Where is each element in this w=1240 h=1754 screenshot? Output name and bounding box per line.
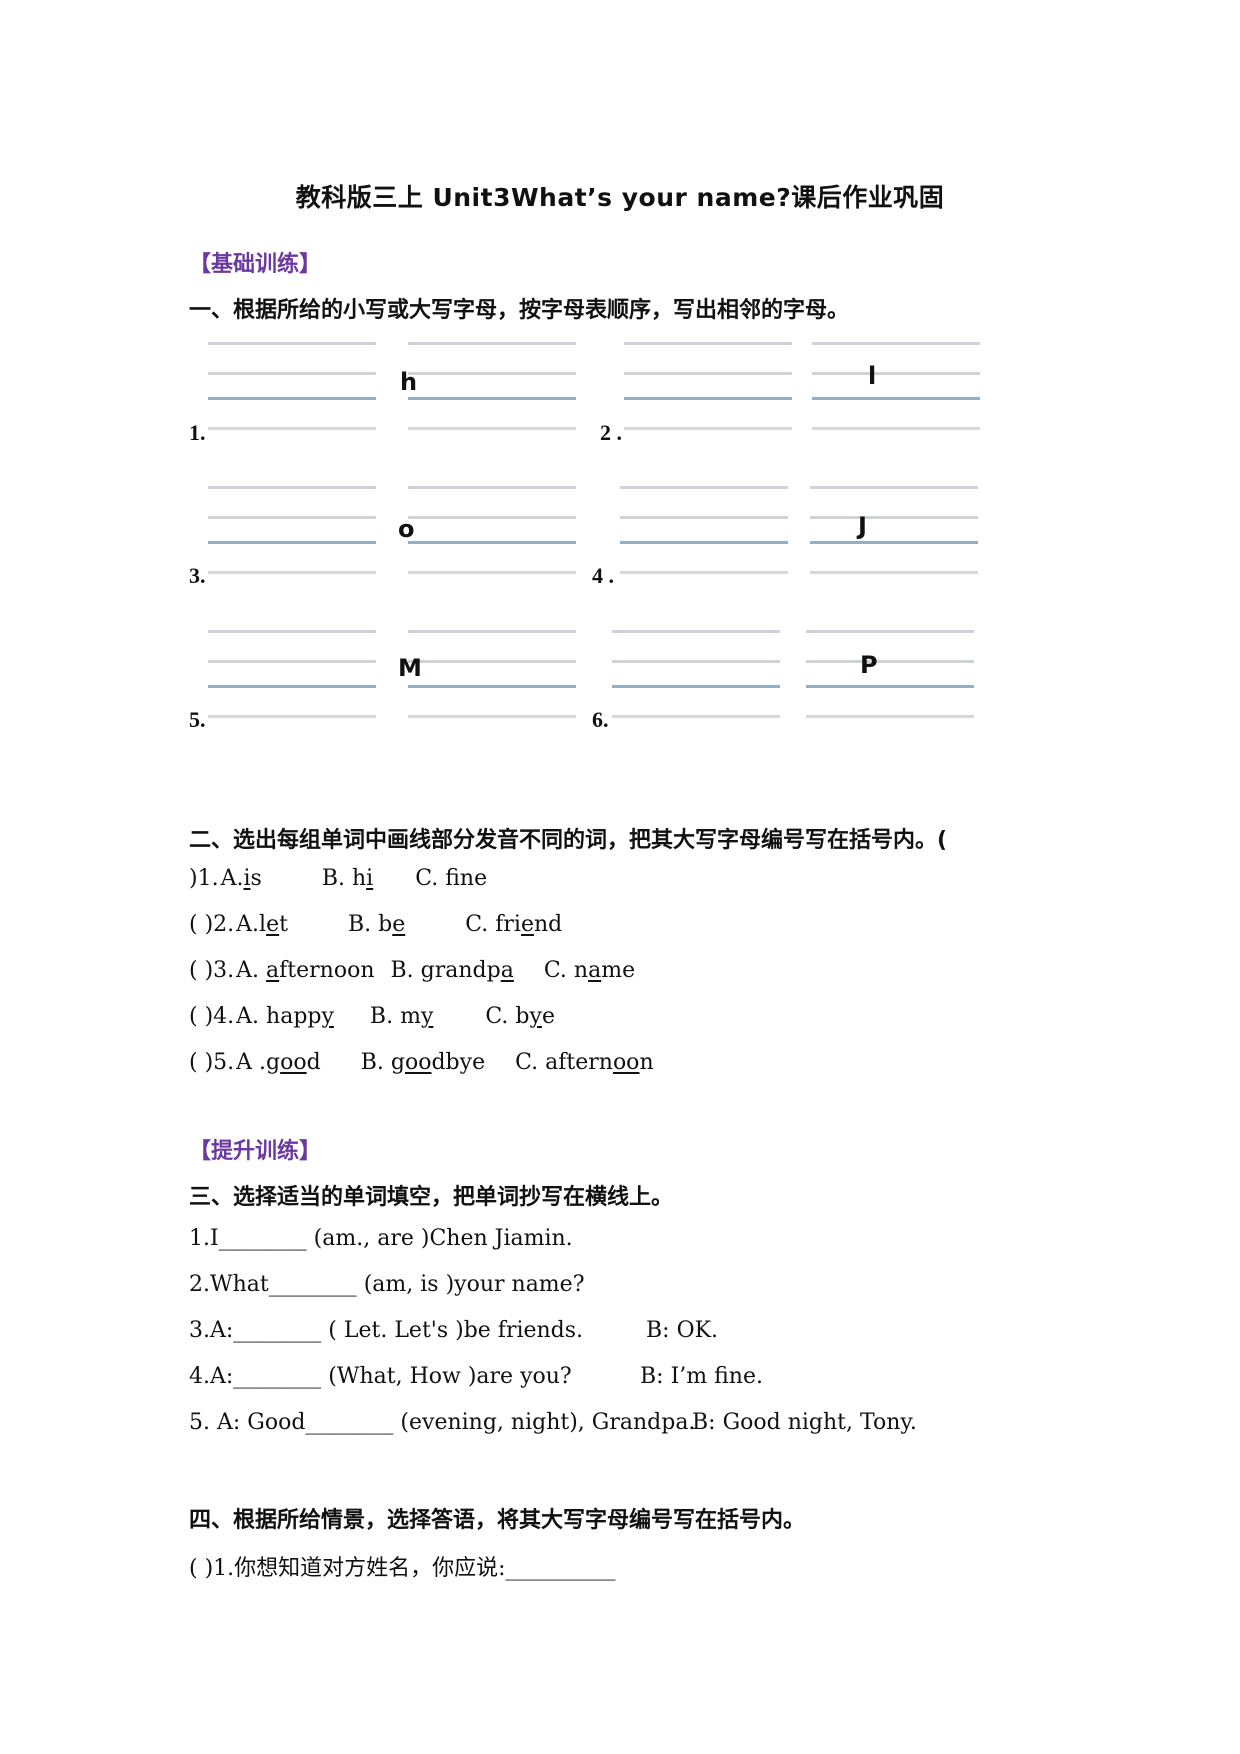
answer-option: C. afternoon: [515, 1050, 654, 1075]
page-title: 教科版三上 Unit3What’s your name?课后作业巩固: [295, 183, 945, 212]
answer-option: A .good: [236, 1050, 321, 1075]
writing-grid[interactable]: [624, 342, 792, 432]
answer-option: C. fine: [415, 866, 488, 891]
question-1-heading: 一、根据所给的小写或大写字母，按字母表顺序，写出相邻的字母。: [189, 298, 850, 323]
writing-grid[interactable]: [208, 342, 376, 432]
item-number: 5.: [189, 707, 206, 732]
question-4-heading: 四、根据所给情景，选择答语，将其大写字母编号写在括号内。: [189, 1508, 806, 1533]
question-3-line: 3.A:________ ( Let. Let's )be friends.: [189, 1318, 584, 1343]
item-number: 1.: [189, 420, 206, 445]
answer-option: C. bye: [485, 1004, 555, 1029]
question-3-answer-b: B: Good night, Tony.: [692, 1410, 917, 1435]
question-3-line: 4.A:________ (What, How )are you?: [189, 1364, 572, 1389]
writing-grid[interactable]: [812, 342, 980, 432]
writing-grid[interactable]: [408, 486, 576, 576]
writing-grid[interactable]: [408, 342, 576, 432]
writing-grid[interactable]: [208, 630, 376, 720]
answer-option: A.is: [220, 866, 262, 891]
given-letter: l: [868, 362, 877, 390]
answer-option: A. happy: [236, 1004, 334, 1029]
given-letter: M: [398, 654, 422, 682]
writing-grid[interactable]: [620, 486, 788, 576]
given-letter: h: [400, 368, 418, 396]
writing-grid[interactable]: [810, 486, 978, 576]
writing-grid[interactable]: [612, 630, 780, 720]
item-number: 4 .: [592, 563, 614, 588]
item-number: 3.: [189, 563, 206, 588]
answer-option: B. grandpa: [390, 958, 514, 983]
writing-grid[interactable]: [408, 630, 576, 720]
question-4-line-1: ( )1.你想知道对方姓名，你应说:__________: [189, 1556, 616, 1581]
answer-option: B. my: [369, 1004, 434, 1029]
section-tag-basic: 【基础训练】: [189, 252, 322, 277]
section-tag-advanced: 【提升训练】: [189, 1139, 322, 1164]
answer-option: A.let: [236, 912, 288, 937]
question-3-line: 2.What________ (am, is )your name?: [189, 1272, 585, 1297]
answer-option: C. friend: [465, 912, 563, 937]
answer-option: C. name: [543, 958, 636, 983]
item-number: 6.: [592, 707, 609, 732]
writing-grid[interactable]: [806, 630, 974, 720]
given-letter: P: [860, 651, 878, 679]
item-number: 2 .: [600, 420, 622, 445]
question-3-answer-b: B: OK.: [646, 1318, 719, 1343]
question-2-heading: 二、选出每组单词中画线部分发音不同的词，把其大写字母编号写在括号内。(: [189, 828, 948, 853]
given-letter: J: [858, 512, 867, 540]
answer-option: B. goodbye: [360, 1050, 486, 1075]
given-letter: o: [398, 515, 415, 543]
question-3-line: 1.I________ (am., are )Chen Jiamin.: [189, 1226, 573, 1251]
answer-option: B. hi: [321, 866, 374, 891]
question-2-row: )1.A.isB. hiC. fine: [189, 866, 488, 891]
answer-option: B. be: [347, 912, 406, 937]
answer-option: A. afternoon: [236, 958, 375, 983]
writing-grid[interactable]: [208, 486, 376, 576]
question-3-line: 5. A: Good________ (evening, night), Gra…: [189, 1410, 696, 1435]
question-3-answer-b: B: I’m fine.: [640, 1364, 763, 1389]
question-3-heading: 三、选择适当的单词填空，把单词抄写在横线上。: [189, 1185, 674, 1210]
